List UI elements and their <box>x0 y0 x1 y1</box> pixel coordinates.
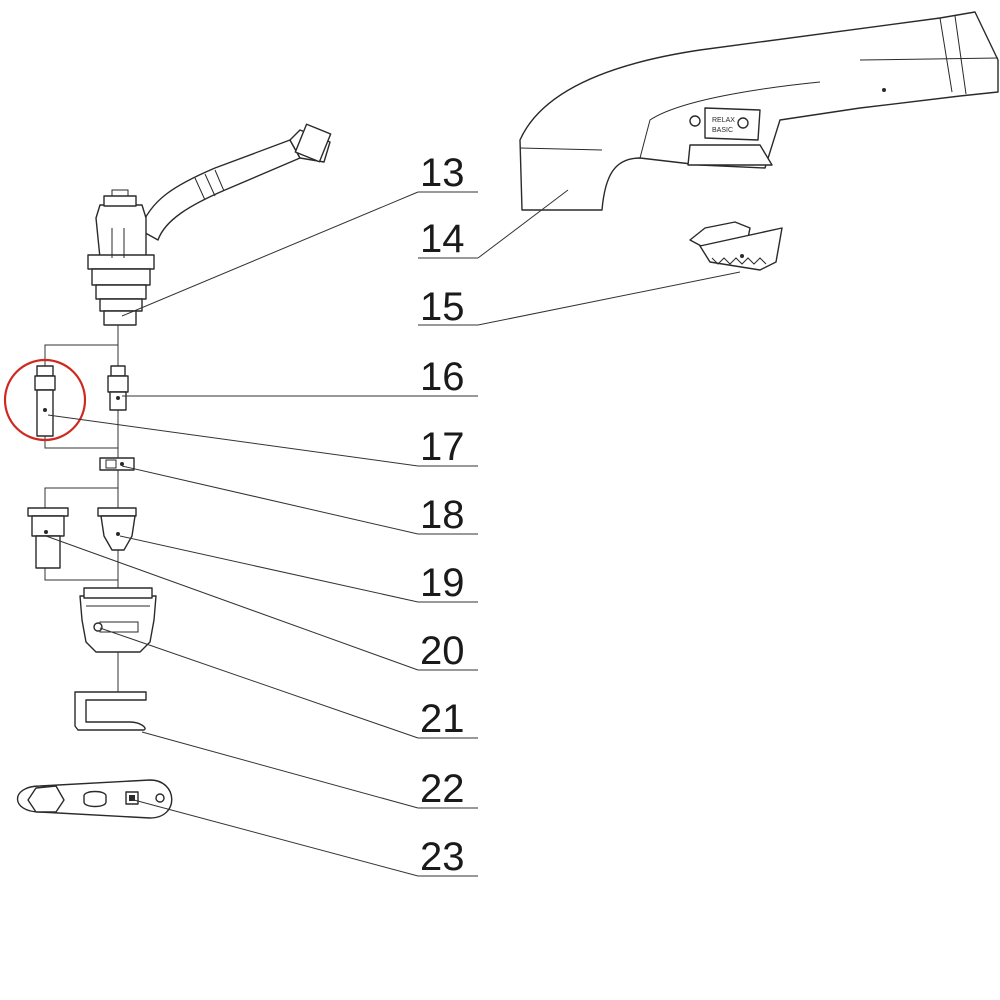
part-label-17: 17 <box>420 425 465 469</box>
swirl-ring <box>99 457 135 471</box>
leader-18 <box>121 465 419 535</box>
highlight-circle <box>3 358 87 442</box>
leader-19 <box>119 535 419 603</box>
leader-22 <box>141 731 419 809</box>
leader-17 <box>47 414 419 467</box>
leader-14 <box>477 189 569 259</box>
part-labels: 13 14 15 16 17 18 19 20 21 22 23 <box>420 151 465 879</box>
long-electrode <box>34 365 56 437</box>
spacer-clip <box>74 691 147 731</box>
leader-21 <box>99 627 419 739</box>
part-label-16: 16 <box>420 355 465 399</box>
part-label-19: 19 <box>420 561 465 605</box>
part-label-23: 23 <box>420 835 465 879</box>
leader-23 <box>133 799 419 877</box>
wrench-tool <box>16 779 173 819</box>
part-label-21: 21 <box>420 697 465 741</box>
torch-head <box>87 123 332 326</box>
leader-lines <box>45 189 741 877</box>
trigger-switch <box>689 221 783 271</box>
logo-text-bottom: BASIC <box>712 127 733 134</box>
logo-text-top: RELAX <box>712 117 735 124</box>
leader-13 <box>121 191 419 317</box>
part-label-13: 13 <box>420 151 465 195</box>
part-label-15: 15 <box>420 285 465 329</box>
part-label-14: 14 <box>420 217 465 261</box>
part-label-22: 22 <box>420 767 465 811</box>
torch-handle: RELAX BASIC <box>519 11 999 211</box>
leader-20 <box>45 535 419 671</box>
part-label-18: 18 <box>420 493 465 537</box>
shield-cup <box>79 587 157 653</box>
electrode <box>107 365 129 411</box>
leader-15 <box>477 271 741 326</box>
long-nozzle <box>27 507 69 569</box>
part-label-20: 20 <box>420 629 465 673</box>
nozzle <box>97 507 137 551</box>
